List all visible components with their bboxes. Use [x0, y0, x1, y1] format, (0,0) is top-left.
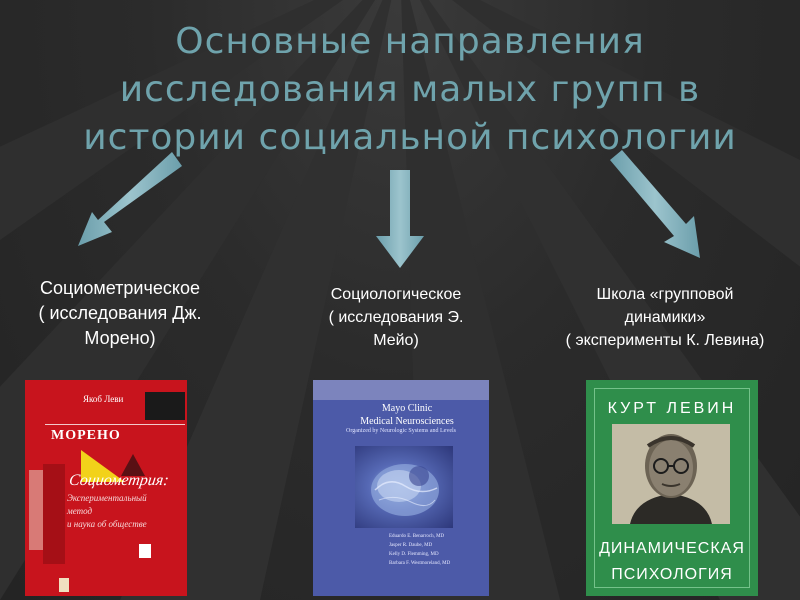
brain-image — [355, 446, 453, 528]
book-title: Mayo Clinic Medical Neurosciences — [329, 402, 485, 428]
divider — [45, 424, 185, 425]
book-title: ДИНАМИЧЕСКАЯ ПСИХОЛОГИЯ — [586, 536, 758, 588]
book-cover-lewin: КУРТ ЛЕВИН ДИНАМИЧЕСКАЯ ПСИХОЛОГИЯ — [586, 380, 758, 596]
title-line: ПСИХОЛОГИЯ — [611, 566, 733, 583]
portrait-illustration — [612, 424, 730, 524]
book-author: КУРТ ЛЕВИН — [607, 400, 737, 417]
book-subtitle: Экспериментальный метод и наука об общес… — [67, 492, 179, 531]
book-author: Якоб Леви — [83, 394, 124, 404]
direction-line: динамики» — [624, 309, 706, 326]
direction-line: Морено) — [84, 328, 156, 348]
direction-line: ( исследования Дж. — [38, 303, 202, 323]
book-authors: Eduardo E. Benarroch, MD Jasper R. Daube… — [389, 532, 481, 568]
subtitle-line: и наука об обществе — [67, 519, 147, 529]
author-portrait — [612, 424, 730, 524]
direction-line: Социологическое — [330, 286, 462, 303]
book-cover-mayo: Mayo Clinic Medical Neurosciences Organi… — [313, 380, 489, 596]
direction-sociological: Социологическое ( исследования Э. Мейо) — [296, 283, 496, 352]
cover-stripe — [313, 380, 489, 400]
author-line: Eduardo E. Benarroch, MD — [389, 534, 445, 539]
direction-line: Социометрическое — [40, 278, 200, 298]
author-line: Jasper R. Daube, MD — [389, 543, 433, 548]
title-line: Mayo Clinic — [381, 403, 433, 414]
subtitle-line: метод — [67, 506, 93, 516]
series-mark — [59, 578, 69, 592]
spine-text-block — [29, 470, 43, 550]
title-line-1: Основные направления — [175, 21, 645, 62]
brain-illustration — [371, 464, 439, 516]
cover-frame — [594, 388, 750, 588]
slide-title: Основные направления исследования малых … — [40, 18, 780, 162]
direction-line: Школа «групповой — [596, 286, 734, 303]
book-title: Социометрия: — [67, 472, 170, 489]
author-line: Kelly D. Flemming, MD — [389, 552, 439, 557]
cover-stripe — [43, 464, 65, 564]
direction-group-dynamics: Школа «групповой динамики» ( эксперимент… — [530, 283, 800, 352]
title-line-2: исследования малых групп в — [119, 69, 701, 110]
title-line-3: истории социальной психологии — [83, 117, 737, 158]
book-subtitle: Organized by Neurologic Systems and Leve… — [345, 428, 457, 434]
title-line: Medical Neurosciences — [360, 416, 454, 427]
publisher-logo — [139, 544, 151, 558]
subtitle-line: Экспериментальный — [67, 493, 147, 503]
triangle-shape — [81, 450, 125, 482]
book-cover-moreno: Якоб Леви МОРЕНО Социометрия: Эксперимен… — [25, 380, 187, 596]
book-author-surname: МОРЕНО — [51, 428, 121, 443]
direction-line: ( эксперименты К. Левина) — [565, 332, 765, 349]
direction-line: Мейо) — [373, 332, 419, 349]
triangle-shape — [121, 454, 145, 476]
cover-photo — [145, 392, 185, 420]
direction-line: ( исследования Э. — [328, 309, 464, 326]
author-line: Barbara F. Westmoreland, MD — [389, 561, 451, 566]
direction-sociometric: Социометрическое ( исследования Дж. Море… — [10, 276, 230, 351]
title-line: ДИНАМИЧЕСКАЯ — [599, 540, 745, 557]
